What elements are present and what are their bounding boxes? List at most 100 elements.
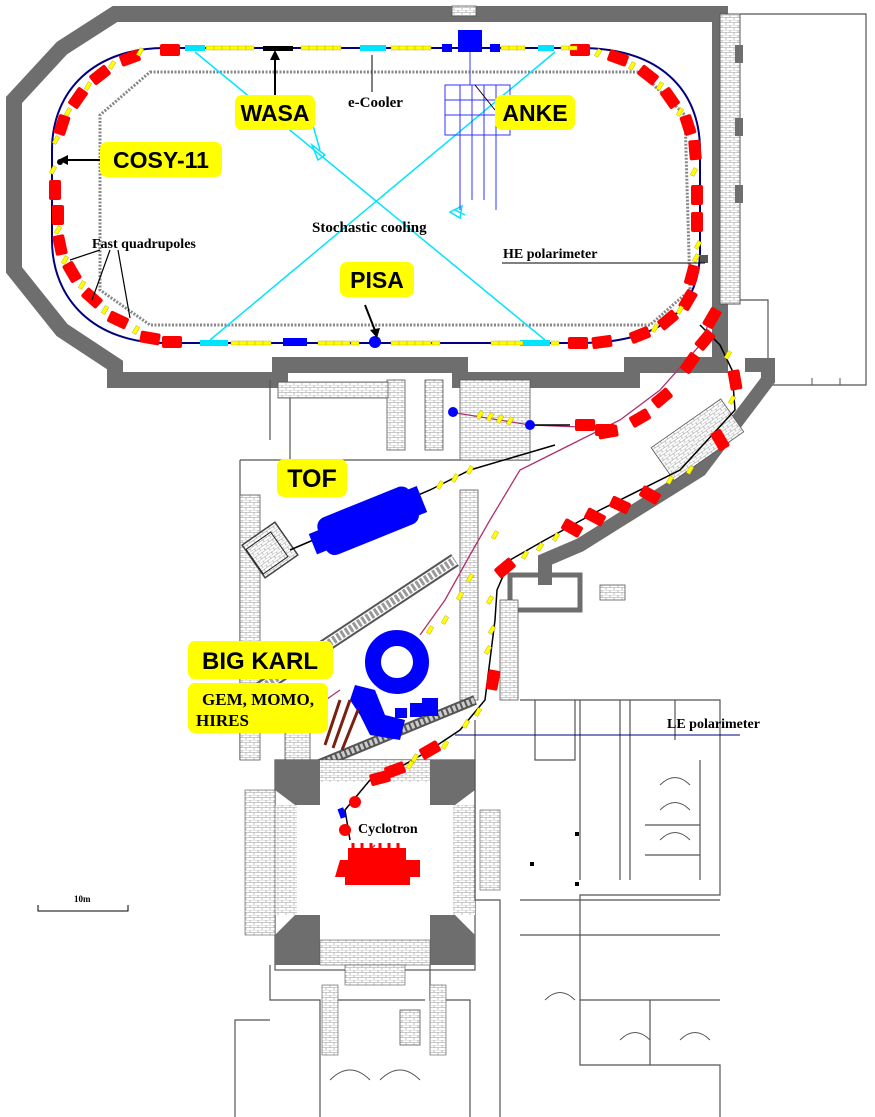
quadrupole-magnet bbox=[473, 707, 483, 717]
injection-dipole bbox=[485, 669, 501, 691]
quadrupole-magnet bbox=[213, 45, 223, 51]
quadrupole-magnet bbox=[48, 165, 58, 175]
injection-dipole bbox=[710, 429, 730, 451]
annotations: WASA ANKE COSY-11 PISA TOF BIG KARL GEM,… bbox=[58, 50, 760, 904]
scale-annotation: 10m bbox=[74, 894, 91, 904]
quadrupole-magnet bbox=[465, 465, 475, 475]
ecooler-annotation: e-Cooler bbox=[348, 95, 403, 111]
quadrupole-magnet bbox=[723, 350, 733, 360]
ring-magnets bbox=[48, 44, 703, 350]
ring-dipole-left-arc bbox=[139, 330, 161, 346]
quadrupole-magnet bbox=[100, 305, 110, 315]
quadrupole-magnet bbox=[675, 305, 685, 315]
injection-dipole bbox=[702, 307, 722, 329]
quadrupole-magnet bbox=[675, 107, 685, 117]
stochastic-cooling-annotation: Stochastic cooling bbox=[312, 220, 427, 236]
pisa-label-box bbox=[340, 262, 414, 297]
quadrupole-magnet bbox=[414, 340, 424, 346]
quadrupole-magnet bbox=[650, 323, 660, 333]
bigkarl-label-box bbox=[188, 641, 333, 679]
quadrupole-magnet bbox=[246, 340, 256, 346]
quadrupole-magnet bbox=[131, 325, 141, 335]
cyclotron-vault bbox=[244, 759, 476, 986]
quadrupole-magnet bbox=[485, 412, 495, 422]
ring-dipole-right-arc bbox=[691, 212, 703, 232]
quadrupole-magnet bbox=[316, 45, 326, 51]
quadrupole-magnet bbox=[390, 45, 400, 51]
quadrupole-magnet bbox=[317, 340, 327, 346]
wasa-label: WASA bbox=[241, 100, 310, 126]
quadrupole-magnet bbox=[490, 530, 500, 540]
quadrupole-magnet bbox=[425, 625, 435, 635]
quadrupole-magnet bbox=[431, 340, 441, 346]
quadrupole-magnet bbox=[440, 740, 450, 750]
tof-detector bbox=[308, 486, 428, 556]
gem-label-line2: HIRES bbox=[196, 711, 249, 730]
ring-hall-outer-wall bbox=[5, 5, 728, 388]
fast-quadrupoles-annotation: Fast quadrupoles bbox=[92, 237, 196, 252]
ring-dipole-left-arc bbox=[160, 44, 180, 56]
quadrupole-magnet bbox=[237, 45, 247, 51]
quadrupole-magnet bbox=[51, 135, 61, 145]
ring-dipole-right-arc bbox=[607, 49, 629, 67]
cyclotron-annotation: Cyclotron bbox=[358, 822, 418, 837]
injection-dipole bbox=[561, 518, 583, 538]
quadrupole-magnet bbox=[406, 45, 416, 51]
quadrupole-magnet bbox=[568, 45, 578, 51]
pisa-label: PISA bbox=[350, 267, 404, 293]
lab-wing bbox=[474, 699, 721, 1117]
anke-label: ANKE bbox=[502, 100, 567, 126]
injection-dipole bbox=[609, 495, 631, 515]
cyclotron bbox=[335, 796, 420, 885]
quadrupole-magnet bbox=[405, 760, 415, 770]
quadrupole-magnet bbox=[727, 395, 737, 405]
gem-label-box bbox=[188, 683, 328, 733]
injection-dipole bbox=[384, 761, 406, 779]
quadrupole-magnet bbox=[77, 280, 87, 290]
injection-dipole bbox=[584, 507, 606, 527]
extraction-beamline bbox=[419, 314, 713, 636]
quadrupole-magnet bbox=[506, 340, 516, 346]
quadrupole-magnet bbox=[483, 645, 493, 655]
quadrupole-magnet bbox=[390, 340, 400, 346]
ring-dipole-left-arc bbox=[62, 261, 82, 283]
ring-dipole-right-arc bbox=[637, 64, 659, 86]
ring-dipole-left-arc bbox=[53, 114, 71, 136]
gem-label-line1: GEM, MOMO, bbox=[202, 690, 314, 709]
extraction-dipole bbox=[597, 424, 619, 440]
quadrupole-magnet bbox=[254, 340, 264, 346]
quadrupole-magnet bbox=[655, 81, 665, 91]
quadrupole-magnet bbox=[520, 550, 530, 560]
pisa-detector bbox=[369, 336, 381, 348]
beamline-magnets bbox=[369, 307, 743, 786]
quadrupole-magnet bbox=[485, 595, 495, 605]
quadrupole-magnet bbox=[516, 45, 526, 51]
quadrupole-magnet bbox=[83, 81, 93, 91]
ring-dipole-right-arc bbox=[657, 309, 679, 331]
quadrupole-magnet bbox=[333, 340, 343, 346]
quadrupole-magnet bbox=[535, 542, 545, 552]
cosy11-label: COSY-11 bbox=[113, 147, 209, 173]
ring-dipole-left-arc bbox=[81, 287, 103, 309]
ring-dipole-left-arc bbox=[119, 49, 141, 67]
quadrupole-magnet bbox=[440, 615, 450, 625]
quadrupole-magnet bbox=[406, 340, 416, 346]
entrance-building bbox=[234, 965, 471, 1117]
quadrupole-magnet bbox=[689, 167, 699, 177]
ring-dipole-right-arc bbox=[688, 139, 702, 161]
ring-dipole-right-arc bbox=[684, 264, 700, 286]
stochastic-cooling-lines bbox=[194, 51, 556, 341]
bigkarl-magnet bbox=[365, 630, 429, 694]
quadrupole-magnet bbox=[665, 475, 675, 485]
he-polarimeter-annotation: HE polarimeter bbox=[503, 247, 597, 262]
quadrupole-magnet bbox=[229, 45, 239, 51]
quadrupole-magnet bbox=[495, 414, 505, 424]
cosy11-label-box bbox=[100, 142, 222, 177]
ring-dipole-left-arc bbox=[68, 87, 88, 109]
quadrupole-magnet bbox=[422, 340, 432, 346]
tof-label-box bbox=[277, 459, 347, 497]
quadrupole-magnet bbox=[221, 45, 231, 51]
quadrupole-magnet bbox=[465, 573, 475, 583]
quadrupole-magnet bbox=[245, 45, 255, 51]
quadrupole-magnet bbox=[414, 45, 424, 51]
